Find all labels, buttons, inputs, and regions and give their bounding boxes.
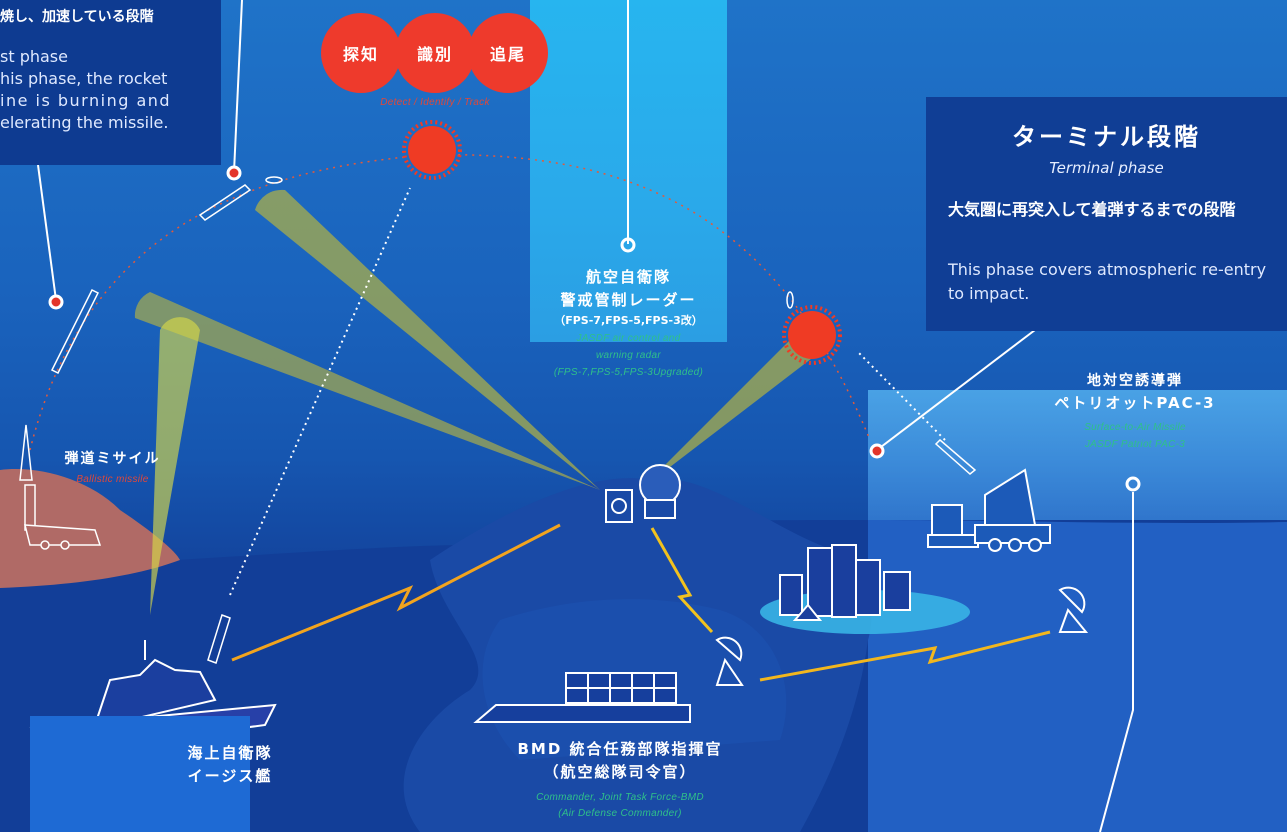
- commander-caption-1: Commander, Joint Task Force-BMD: [536, 792, 704, 803]
- aegis-highlight-panel: [30, 716, 250, 832]
- command-building: [473, 672, 691, 723]
- sea-right: [868, 520, 1287, 832]
- launch-land: [0, 469, 180, 588]
- link-radar-command: [650, 527, 714, 634]
- aegis-intercept-path: [229, 187, 411, 596]
- boost-phase-desc-en: st phase his phase, the rocket ine is bu…: [0, 46, 210, 134]
- terminal-title-jp: ターミナル段階: [1012, 123, 1201, 151]
- boost-phase-box: 焼し、加速している段階 st phase his phase, the rock…: [0, 0, 221, 165]
- pac3-interceptor: [934, 438, 977, 475]
- commander-caption-2: (Air Defense Commander): [558, 808, 682, 819]
- boost-callout-dot-2: [226, 165, 242, 181]
- terminal-desc-en: This phase covers atmospheric re-entry t…: [948, 260, 1267, 303]
- ballistic-missile-label: 弾道ミサイル Ballistic missile: [45, 448, 180, 485]
- aegis-beam: [150, 317, 200, 615]
- radar-name-2: 警戒管制レーダー: [560, 291, 697, 309]
- commander-label: BMD 統合任務部隊指揮官 （航空総隊司令官） Commander, Joint…: [470, 738, 770, 822]
- boost-callout-dot-1: [48, 294, 64, 310]
- radar-station: [605, 464, 681, 523]
- radar-callout-dot: [620, 237, 636, 253]
- radar-beam-1: [255, 189, 600, 490]
- pac3-name-1: 地対空誘導弾: [1087, 373, 1183, 389]
- track-circle: 追尾: [468, 13, 548, 93]
- boost-missile-2: [50, 288, 100, 375]
- radar-caption-2: warning radar: [595, 350, 662, 361]
- terminal-callout-line: [876, 329, 1036, 451]
- boost-phase-line-1: his phase, the rocket: [0, 69, 168, 88]
- commander-name-1: BMD 統合任務部隊指揮官: [517, 740, 723, 758]
- commander-caption: Commander, Joint Task Force-BMD (Air Def…: [470, 790, 770, 822]
- radar-name-1: 航空自衛隊: [585, 268, 671, 286]
- intercept-burst-1: [408, 126, 456, 174]
- aegis-label: 海上自衛隊 イージス艦: [160, 742, 300, 786]
- pac3-name-2: ペトリオットPAC-3: [1054, 394, 1216, 412]
- ballistic-missile-name: 弾道ミサイル: [64, 451, 161, 467]
- aegis-name-2: イージス艦: [187, 767, 273, 785]
- mobile-launcher: [24, 484, 102, 550]
- pac3-callout-dot: [1125, 476, 1141, 492]
- aegis-interceptor: [207, 614, 231, 664]
- detect-circle: 探知: [321, 13, 401, 93]
- radar-caption: JASDF air control and warning radar (FPS…: [530, 330, 727, 381]
- boost-phase-title-en: st phase: [0, 47, 68, 66]
- radar-beam-3: [640, 330, 820, 490]
- boost-callout-line: [37, 164, 57, 301]
- pac3-launcher: [927, 468, 1051, 552]
- boost-phase-line-2: ine is burning and: [0, 91, 172, 110]
- pac3-caption: Surface-to-Air Missile JASDF Patriot PAC…: [1030, 419, 1240, 453]
- launch-missile: [19, 424, 33, 481]
- intercept-burst-2: [788, 311, 836, 359]
- trajectory-arc: [29, 154, 871, 451]
- dish-antennas: [715, 586, 1089, 686]
- radar-caption-1: JASDF air control and: [576, 333, 681, 344]
- radar-models: （FPS-7,FPS-5,FPS-3改）: [554, 314, 703, 327]
- boost-phase-title-jp: 焼し、加速している段階: [0, 9, 154, 25]
- link-command-pac3: [759, 630, 1051, 682]
- warhead-2: [786, 291, 794, 309]
- pac3-intercept-path: [857, 351, 946, 441]
- radar-caption-3: (FPS-7,FPS-5,FPS-3Upgraded): [553, 367, 704, 378]
- warhead-1: [265, 176, 283, 184]
- pac3-label: 地対空誘導弾 ペトリオットPAC-3 Surface-to-Air Missil…: [1030, 370, 1240, 453]
- commander-name-2: （航空総隊司令官）: [543, 763, 697, 781]
- terminal-title-en: Terminal phase: [1049, 159, 1164, 177]
- pac3-callout-line: [1099, 492, 1134, 832]
- detect-caption: Detect / Identify / Track: [380, 97, 490, 108]
- terminal-callout-dot: [869, 443, 885, 459]
- city-buildings: [779, 544, 911, 621]
- ballistic-missile-caption: Ballistic missile: [76, 474, 149, 485]
- boost-missile-1: [198, 184, 252, 221]
- link-aegis-radar: [231, 523, 561, 662]
- aegis-name-1: 海上自衛隊: [187, 744, 273, 762]
- pac3-caption-1: Surface-to-Air Missile: [1084, 422, 1186, 433]
- radar-beam-2: [134, 292, 600, 490]
- identify-circle: 識別: [395, 13, 475, 93]
- radar-label: 航空自衛隊 警戒管制レーダー （FPS-7,FPS-5,FPS-3改） JASD…: [530, 266, 727, 381]
- boost-phase-line-3: elerating the missile.: [0, 113, 169, 132]
- terminal-phase-box: ターミナル段階 Terminal phase 大気圏に再突入して着弾するまでの段…: [926, 97, 1287, 331]
- pac3-caption-2: JASDF Patriot PAC-3: [1084, 439, 1186, 450]
- terminal-desc-jp: 大気圏に再突入して着弾するまでの段階: [948, 200, 1236, 219]
